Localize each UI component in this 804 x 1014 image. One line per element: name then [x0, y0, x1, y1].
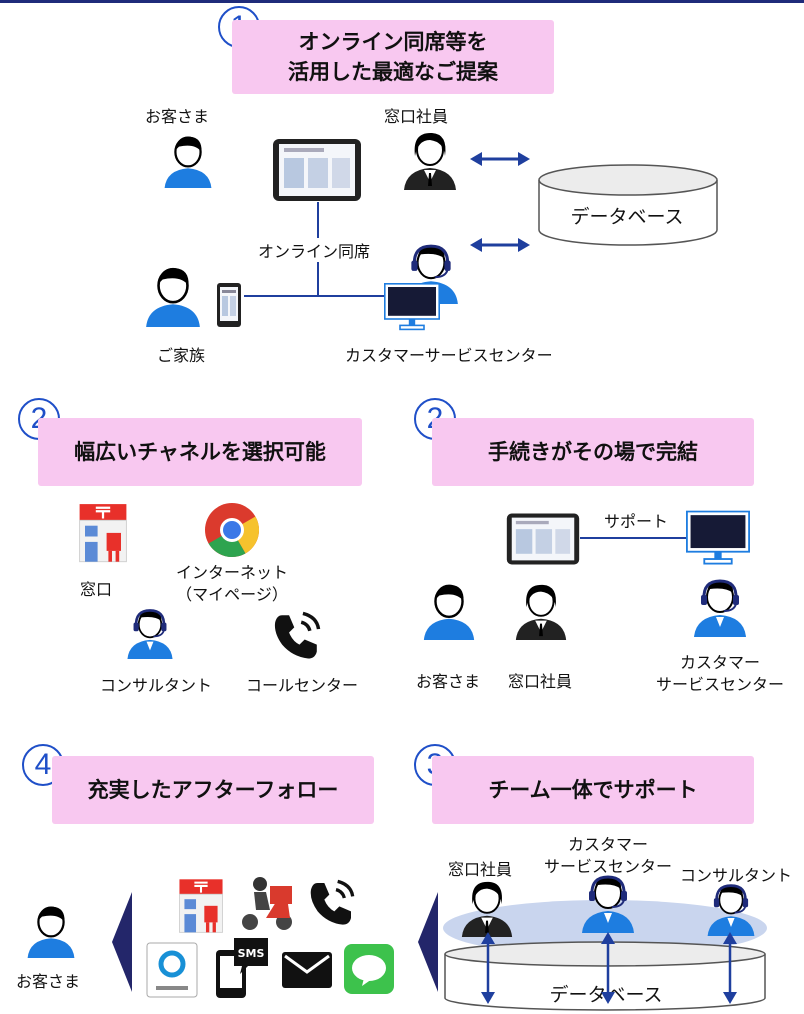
section1-title-line2: 活用した最適なご提案 [288, 60, 498, 84]
s3-staff-label: 窓口社員 [448, 860, 513, 879]
smartphone-icon [217, 283, 241, 327]
s1-family-label: ご家族 [157, 346, 206, 365]
s2a-internet-line1: インターネット [175, 563, 289, 582]
section2-right-title: 手続きがその場で完結 [432, 418, 754, 486]
s2b-support-label: サポート [604, 512, 669, 531]
s3-csc-label: カスタマー サービスセンター [544, 834, 672, 878]
s3-database-cylinder [444, 941, 766, 1011]
section2-left-title: 幅広いチャネルを選択可能 [38, 418, 362, 486]
s2b-customer-label: お客さま [416, 672, 481, 691]
s1-online-label: オンライン同席 [258, 238, 371, 262]
chevron-left-icon [112, 892, 132, 992]
s2b-staff-label: 窓口社員 [508, 672, 573, 691]
section1-title: オンライン同席等を 活用した最適なご提案 [232, 20, 554, 94]
s2b-support-line [580, 537, 688, 539]
s2a-internet-line2: （マイページ） [176, 585, 288, 604]
s3-csc-line1: カスタマー [567, 835, 649, 854]
s2a-internet-label: インターネット （マイページ） [176, 562, 288, 606]
s1-staff-label: 窓口社員 [384, 107, 449, 126]
s2a-consultant-label: コンサルタント [100, 676, 213, 695]
chevron-left-icon [418, 892, 438, 992]
browser-icon [205, 503, 260, 558]
s3-csc-line2: サービスセンター [543, 857, 673, 876]
line-app-icon [344, 944, 394, 994]
s1-customer-label: お客さま [145, 107, 210, 126]
s2b-csc-label: カスタマー サービスセンター [656, 652, 784, 696]
s3-consultant-label: コンサルタント [680, 866, 793, 885]
s1-csc-label: カスタマーサービスセンター [345, 346, 553, 365]
s2b-csc-line1: カスタマー [679, 653, 761, 672]
app-icon [146, 942, 198, 998]
s2a-counter-label: 窓口 [80, 580, 113, 599]
s1-database-label: データベース [570, 206, 684, 228]
s2a-callcenter-label: コールセンター [246, 676, 359, 695]
sms-text: SMS [238, 947, 265, 960]
s4-customer-label: お客さま [16, 972, 81, 991]
double-arrow-icon [470, 152, 530, 166]
section1-title-line1: オンライン同席等を [298, 30, 488, 54]
s2b-csc-line2: サービスセンター [655, 675, 785, 694]
section3-title: チーム一体でサポート [432, 756, 754, 824]
mail-icon [282, 952, 332, 988]
database-cylinder [538, 164, 718, 246]
top-border [0, 0, 804, 3]
sms-phone-icon: SMS [216, 938, 268, 998]
section4-title: 充実したアフターフォロー [52, 756, 374, 824]
delivery-scooter-icon [242, 877, 292, 930]
double-arrow-icon [470, 238, 530, 252]
